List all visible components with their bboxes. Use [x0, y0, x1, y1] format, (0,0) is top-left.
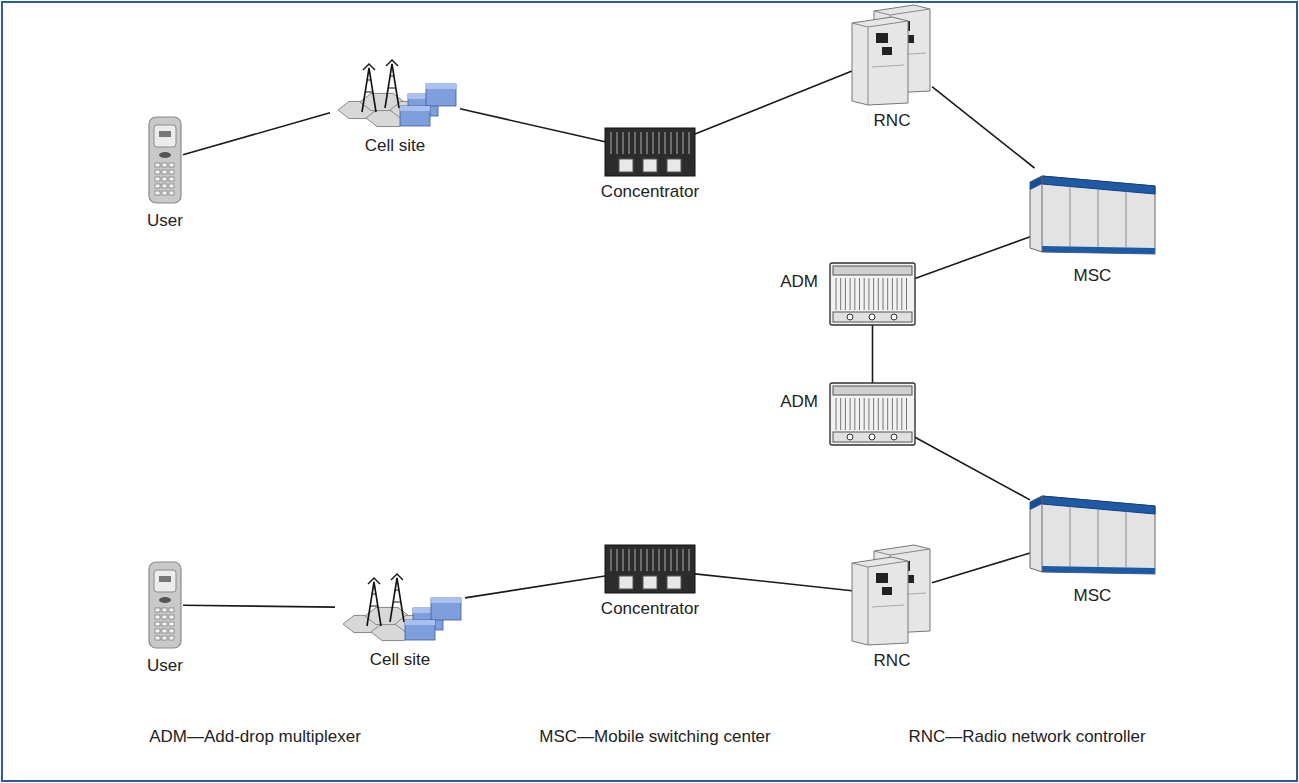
- node-label: MSC: [1074, 266, 1112, 286]
- user-phone-icon: [147, 115, 183, 205]
- user-phone-icon: [147, 560, 183, 650]
- link-line: [932, 87, 1034, 168]
- node-label: Cell site: [370, 650, 430, 670]
- node-label: Concentrator: [601, 599, 699, 619]
- abbreviation-key: RNC—Radio network controller: [908, 727, 1145, 747]
- rnc-cabinet: RNC: [852, 5, 932, 105]
- link-line: [183, 113, 330, 155]
- phone-drawing: [149, 562, 181, 648]
- link-line: [465, 576, 605, 598]
- link-line: [915, 437, 1030, 500]
- msc-switch: MSC: [1030, 488, 1155, 580]
- user-phone: User: [147, 560, 183, 650]
- adm-drawing: [830, 383, 915, 445]
- link-line: [932, 553, 1030, 583]
- node-label: RNC: [874, 111, 911, 131]
- node-label: User: [147, 656, 183, 676]
- node-label: Concentrator: [601, 182, 699, 202]
- rnc-cabinet-icon: [852, 5, 932, 105]
- abbreviation-key: MSC—Mobile switching center: [539, 727, 770, 747]
- link-line: [695, 71, 852, 134]
- node-label: MSC: [1074, 586, 1112, 606]
- cell-site: Cell site: [330, 58, 460, 130]
- link-line: [695, 574, 852, 591]
- cell-drawing: [343, 574, 461, 641]
- cell-site-icon: [335, 572, 465, 644]
- node-label: ADM: [780, 272, 818, 292]
- link-line: [460, 109, 605, 142]
- rnc-drawing: [852, 545, 930, 645]
- link-line: [915, 237, 1030, 279]
- adm-drawing: [830, 263, 915, 325]
- conc-drawing: [605, 545, 695, 593]
- adm-multiplexer-icon: [830, 263, 915, 325]
- concentrator-box-icon: [605, 128, 695, 176]
- link-line: [872, 325, 874, 383]
- msc-drawing: [1030, 176, 1155, 254]
- user-phone: User: [147, 115, 183, 205]
- msc-switch: MSC: [1030, 168, 1155, 260]
- cell-site: Cell site: [335, 572, 465, 644]
- concentrator-box: Concentrator: [605, 128, 695, 176]
- rnc-cabinet-icon: [852, 545, 932, 645]
- node-label: User: [147, 211, 183, 231]
- abbreviation-key: ADM—Add-drop multiplexer: [149, 727, 361, 747]
- adm-multiplexer-icon: [830, 383, 915, 445]
- adm-multiplexer: ADM: [830, 263, 915, 325]
- cell-site-icon: [330, 58, 460, 130]
- msc-switch-icon: [1030, 168, 1155, 260]
- phone-drawing: [149, 117, 181, 203]
- conc-drawing: [605, 128, 695, 176]
- concentrator-box: Concentrator: [605, 545, 695, 593]
- rnc-cabinet: RNC: [852, 545, 932, 645]
- msc-switch-icon: [1030, 488, 1155, 580]
- msc-drawing: [1030, 496, 1155, 574]
- link-line: [183, 605, 335, 607]
- node-label: ADM: [780, 392, 818, 412]
- cell-drawing: [338, 60, 456, 127]
- rnc-drawing: [852, 5, 930, 105]
- concentrator-box-icon: [605, 545, 695, 593]
- node-label: Cell site: [365, 136, 425, 156]
- adm-multiplexer: ADM: [830, 383, 915, 445]
- node-label: RNC: [874, 651, 911, 671]
